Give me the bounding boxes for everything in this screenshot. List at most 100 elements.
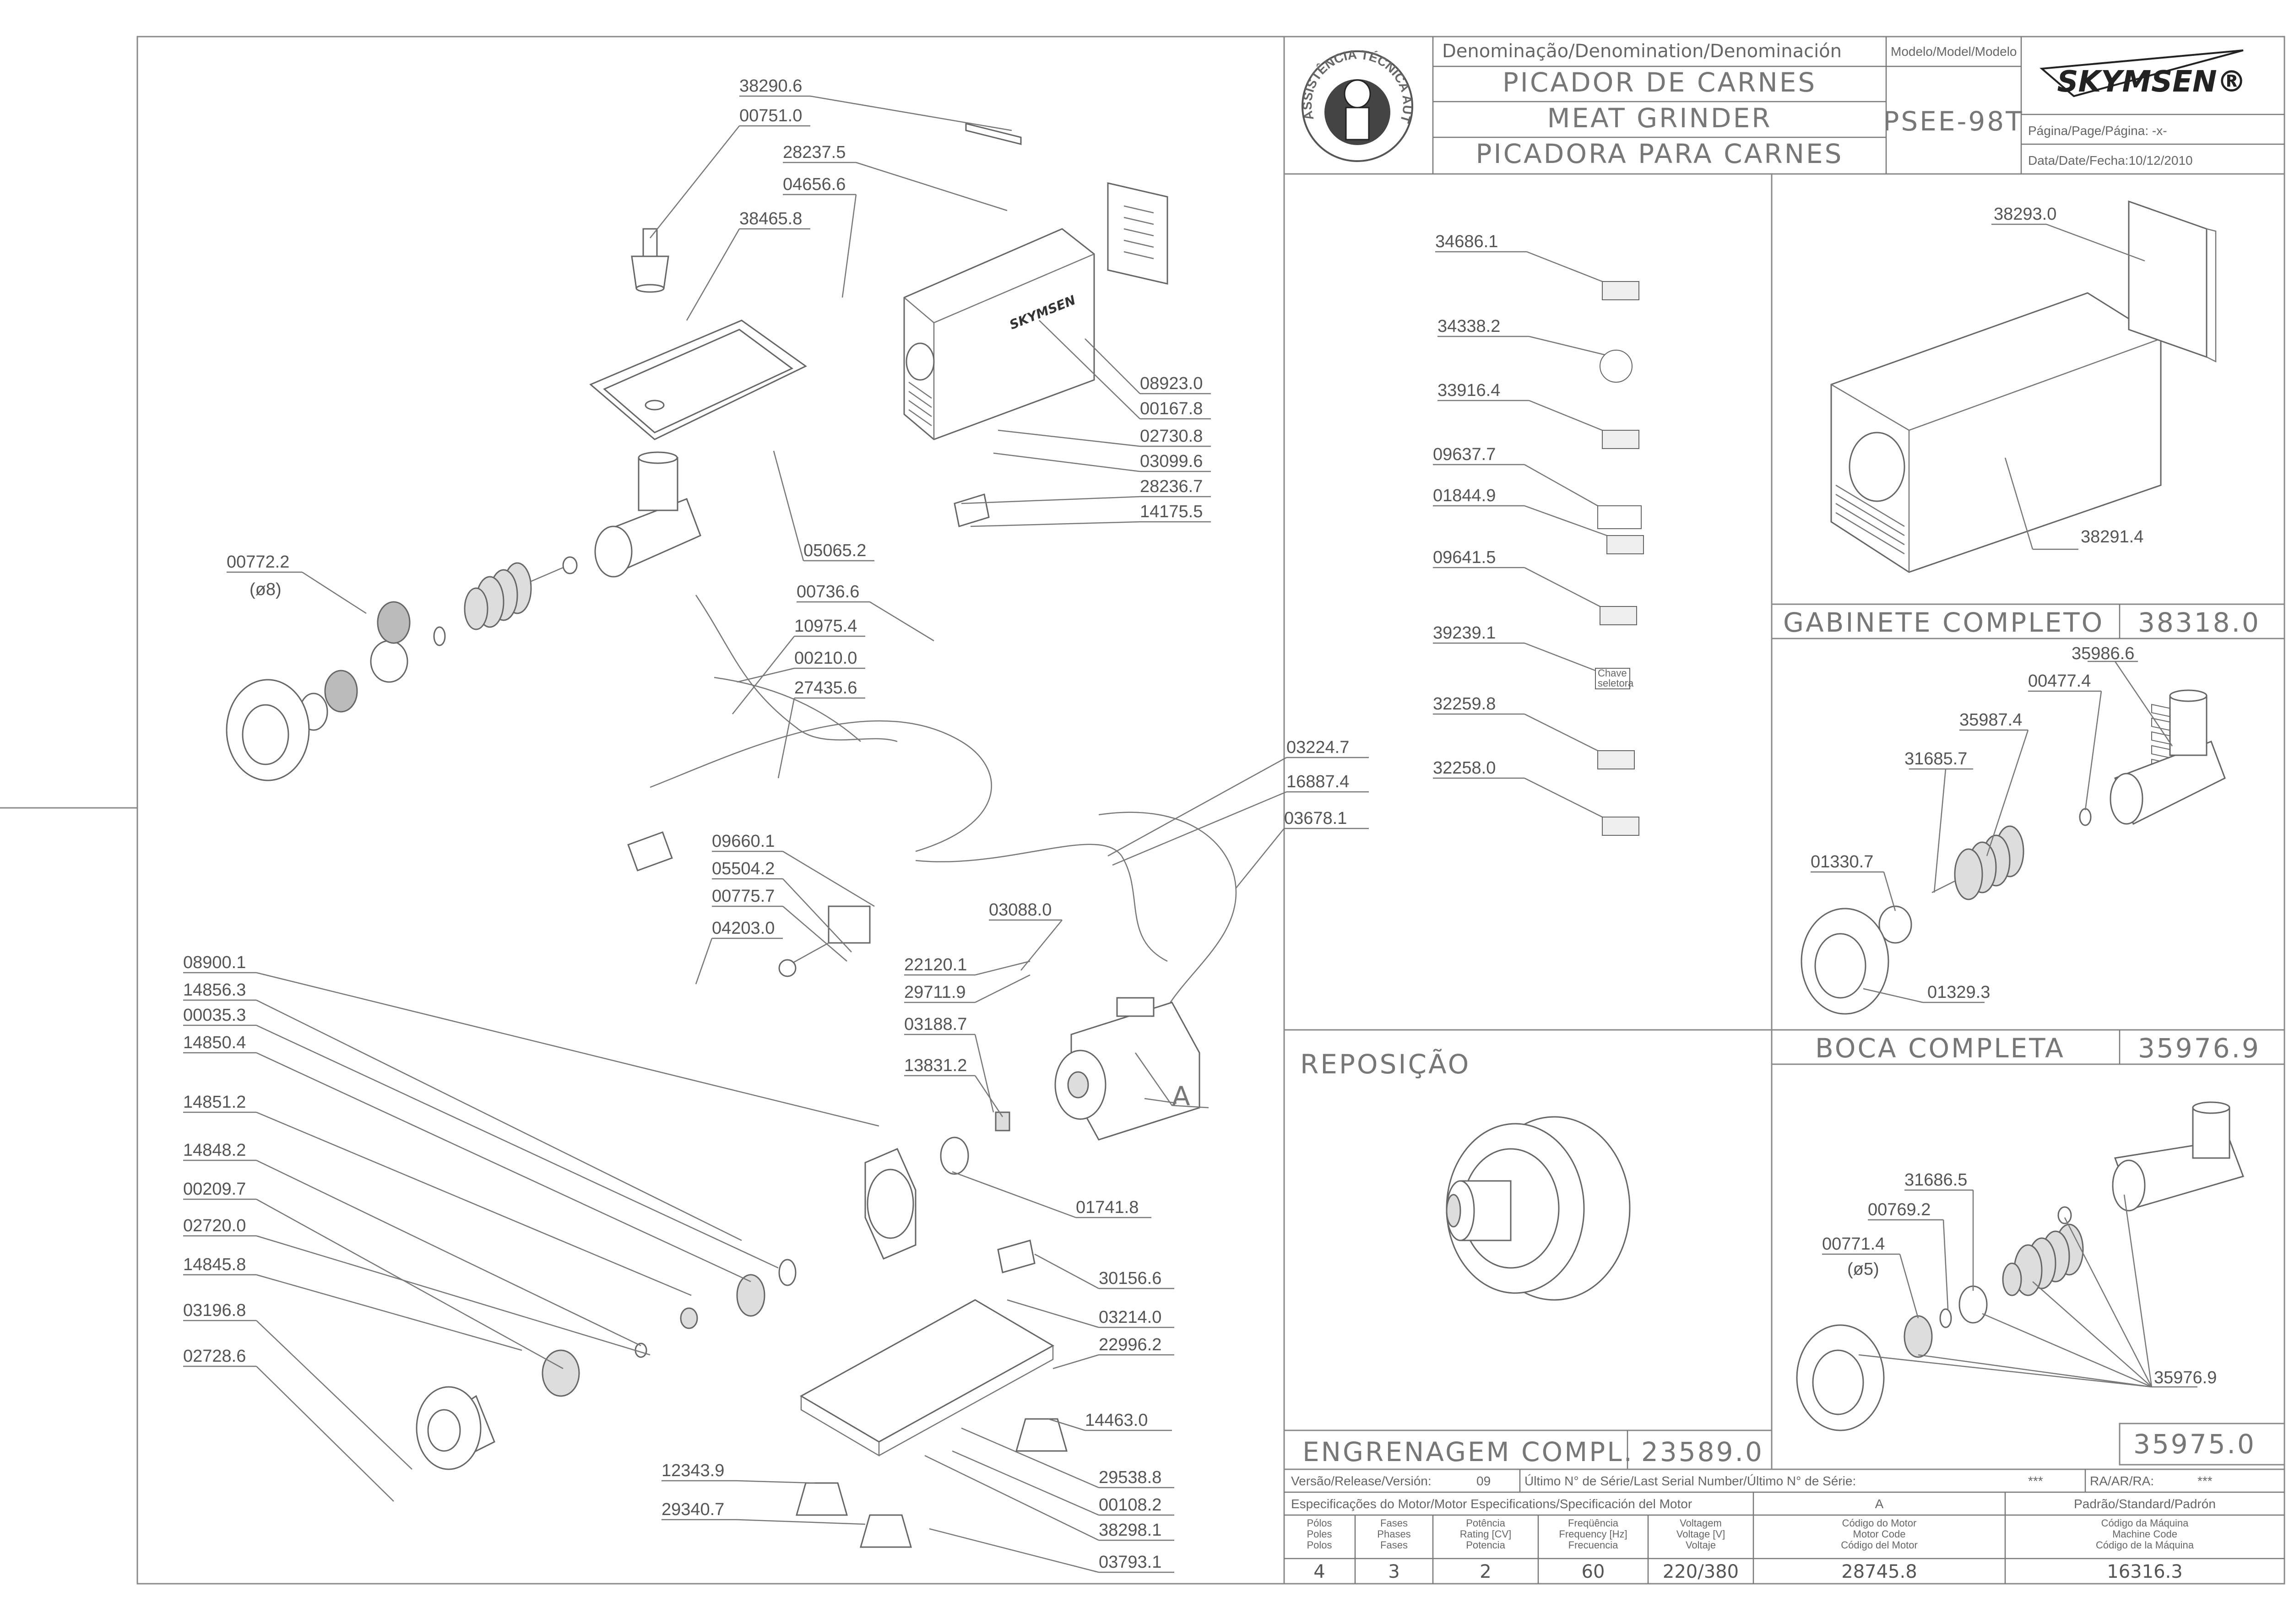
svg-text:ASSISTÊNCIA TÉCNICA AUTORIZADA: ASSISTÊNCIA TÉCNICA AUTORIZADA (0, 0, 1415, 125)
authorized-service-seal: ASSISTÊNCIA TÉCNICA AUTORIZADA (0, 0, 1415, 162)
cabinet-caption-box (1771, 603, 2285, 639)
reposicao-title: REPOSIÇÃO (1300, 1048, 1470, 1080)
part-label: 28236.7 (1140, 477, 1203, 496)
leader-line (952, 1450, 1099, 1516)
part-label: 14463.0 (1085, 1411, 1148, 1430)
leader-line (856, 162, 1008, 211)
spec-column-header: Fases (1380, 1517, 1408, 1529)
part-label: 00772.2 (227, 552, 289, 572)
leader-line (924, 1455, 1099, 1541)
part-label: 14848.2 (183, 1141, 246, 1160)
part-label: 10975.4 (794, 617, 857, 636)
label-00769-2: 00769.2 (1868, 1200, 1931, 1219)
label-01329-3: 01329.3 (1927, 983, 1990, 1002)
main-leader-lines (183, 95, 1369, 1573)
part-label: 02730.8 (1140, 427, 1203, 446)
spec-column-header: Código del Motor (1841, 1539, 1918, 1551)
part-label: (ø8) (250, 580, 282, 599)
part-label: 02728.6 (183, 1347, 246, 1366)
spec-value: 28745.8 (1841, 1561, 1917, 1582)
part-label: 22996.2 (1099, 1335, 1161, 1354)
cabinet-code: 38318.0 (2138, 607, 2261, 638)
leader-line (1052, 1354, 1099, 1370)
main-labels: 38290.600751.028237.504656.638465.808923… (183, 76, 1349, 1572)
decal-leader (1524, 464, 1598, 507)
spec-column-header: Pólos (1307, 1517, 1332, 1529)
cabinet-caption: GABINETE COMPLETO (1783, 607, 2104, 638)
model-code: PSEE-98T (1883, 106, 2023, 137)
part-label: 14175.5 (1140, 502, 1203, 521)
part-label: 00210.0 (794, 649, 857, 668)
part-label: 03678.1 (1284, 809, 1347, 828)
spec-column-header: Poles (1307, 1528, 1332, 1540)
part-label: 13831.2 (904, 1056, 967, 1075)
label-00477-4: 00477.4 (2028, 671, 2091, 691)
decal-label: 34686.1 (1435, 232, 1498, 251)
decal-sticker (1600, 606, 1637, 625)
leader-line (256, 1024, 779, 1269)
spec-value: 16316.3 (2107, 1561, 2182, 1582)
spec-column-header: Código do Motor (1842, 1517, 1917, 1529)
brand-logo: SKYMSEN® (2057, 65, 2246, 99)
denomination-header: Denominação/Denomination/Denominación (1442, 41, 1842, 62)
part-label: 14845.8 (183, 1255, 246, 1274)
spec-column-header: Rating [CV] (1460, 1528, 1512, 1540)
part-label: 01741.8 (1076, 1198, 1139, 1217)
part-label: 00209.7 (183, 1180, 246, 1199)
decal-seletora: seletora (1598, 677, 1634, 689)
part-label: 38290.6 (739, 76, 802, 96)
spec-column-header: Potência (1466, 1517, 1505, 1529)
decal-leader (1524, 713, 1598, 752)
mouth-caption: BOCA COMPLETA (1815, 1033, 2065, 1064)
leader-line (974, 1034, 994, 1113)
label-35976-9-b: 35976.9 (2154, 1368, 2217, 1387)
part-label: 03188.7 (904, 1015, 967, 1034)
spec-value: 2 (1480, 1561, 1491, 1582)
spec-value: 4 (1313, 1561, 1325, 1582)
spec-value: 60 (1582, 1561, 1605, 1582)
label-31685-7: 31685.7 (1904, 749, 1967, 769)
part-label: 16887.4 (1286, 772, 1349, 791)
leader-line (1020, 920, 1063, 971)
leader-line (975, 974, 1031, 1003)
leader-line (1039, 320, 1140, 419)
leader-line (1034, 1253, 1099, 1289)
decal-sticker (1597, 750, 1635, 769)
leader-line (256, 1198, 564, 1370)
page-label: Página/Page/Página: -x- (2028, 124, 2167, 138)
title-block: ASSISTÊNCIA TÉCNICA AUTORIZADA Denominaç… (0, 0, 2285, 175)
decal-sticker (1602, 430, 1639, 449)
mouth-with-5mm-plate-illustration (1796, 1101, 2244, 1431)
leader-line (256, 999, 742, 1241)
selector-switch-decal (1595, 668, 1630, 689)
mouth2-code: 35975.0 (2133, 1429, 2256, 1460)
leader-line (1085, 338, 1140, 394)
part-label: 00751.0 (739, 106, 802, 125)
part-label: 08900.1 (183, 953, 246, 972)
decal-leader (1526, 251, 1603, 282)
decal-leader (1524, 567, 1600, 607)
leader-line (302, 571, 367, 614)
spec-column-header: Frecuencia (1568, 1539, 1619, 1551)
part-label: 28237.5 (783, 143, 846, 162)
leader-line (970, 521, 1140, 527)
decal-label: 32258.0 (1433, 758, 1496, 778)
spec-column-header: Voltage [V] (1676, 1528, 1725, 1540)
leader-line (695, 938, 713, 985)
decal-round (1600, 350, 1633, 383)
spec-column-header: Motor Code (1853, 1528, 1906, 1540)
part-label: 00736.6 (797, 582, 859, 601)
motor-col-standard: Padrão/Standard/Padrón (2074, 1497, 2216, 1511)
label-31686-5: 31686.5 (1904, 1170, 1967, 1190)
leader-line (256, 1159, 641, 1347)
leader-line (974, 1075, 1003, 1117)
leader-line (929, 1528, 1099, 1573)
leader-line (810, 95, 1012, 131)
spec-column-header: Freqüência (1568, 1517, 1619, 1529)
ra-label: RA/AR/RA: (2090, 1474, 2154, 1488)
label-35987-4: 35987.4 (1959, 710, 2022, 730)
part-label: 09660.1 (712, 832, 775, 851)
decal-leader (1524, 777, 1603, 818)
decal-label: 09641.5 (1433, 548, 1496, 567)
